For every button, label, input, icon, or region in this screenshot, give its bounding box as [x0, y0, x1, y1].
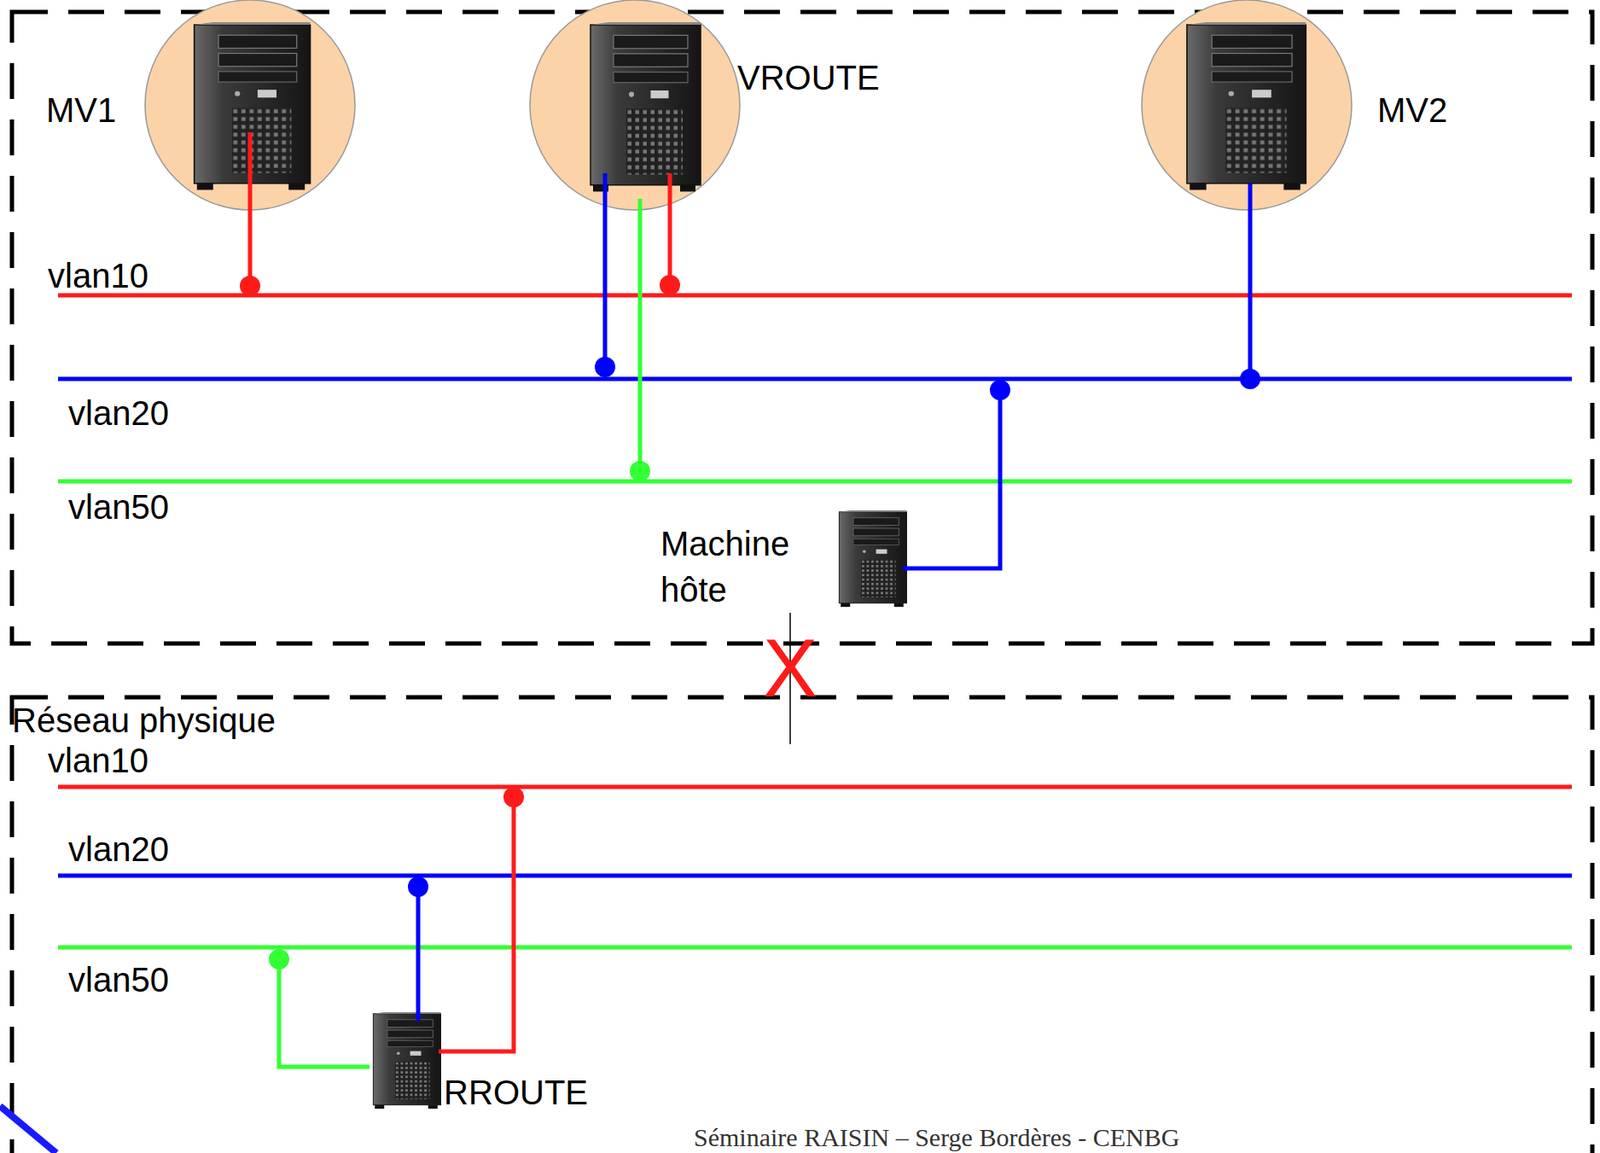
machine-name: MV1	[46, 87, 117, 134]
vlan-label: vlan10	[47, 739, 149, 781]
machine-node: RROUTE	[450, 1060, 599, 1109]
corner-stroke	[0, 1105, 57, 1153]
machine-node: Machine hôte	[658, 520, 833, 615]
vlan-bus	[58, 785, 1572, 790]
computer-icon	[838, 510, 907, 607]
footer-text: Séminaire RAISIN – Serge Bordères - CENB…	[690, 1122, 1183, 1152]
vlan-label: vlan20	[68, 828, 169, 870]
computer-icon	[372, 1012, 441, 1109]
computer-icon	[194, 22, 311, 190]
virtual-frame	[11, 11, 1593, 644]
wires	[250, 132, 1251, 1067]
vlan-bus	[58, 873, 1572, 879]
vlan-bus	[58, 377, 1572, 382]
machine-node: MV2	[1375, 87, 1450, 135]
machine-name: Machine hôte	[660, 520, 832, 613]
computer-icon	[1186, 22, 1306, 190]
machine-name: RROUTE	[443, 1069, 588, 1116]
vlan-bus	[58, 479, 1572, 484]
machine-name: MV2	[1377, 87, 1449, 134]
vlan-bus	[58, 293, 1572, 298]
junction-dots	[239, 274, 1261, 970]
vlan-label: vlan10	[47, 255, 149, 297]
vlan-label: vlan20	[68, 392, 169, 434]
vlan-bus	[58, 945, 1572, 950]
vm-circle	[1141, 0, 1352, 210]
vlan-label: vlan50	[68, 486, 169, 528]
cross-mark: X	[762, 622, 818, 714]
computer-icon	[590, 22, 701, 192]
machine-name: VROUTE	[737, 54, 880, 101]
network-region: RROUTERéseau physique	[11, 697, 1593, 1153]
physical-frame	[11, 697, 1593, 1153]
vlan-label: vlan50	[68, 959, 169, 1001]
machine-node: VROUTE	[735, 54, 882, 103]
machine-node: MV1	[44, 87, 119, 135]
vm-circle	[529, 0, 740, 210]
